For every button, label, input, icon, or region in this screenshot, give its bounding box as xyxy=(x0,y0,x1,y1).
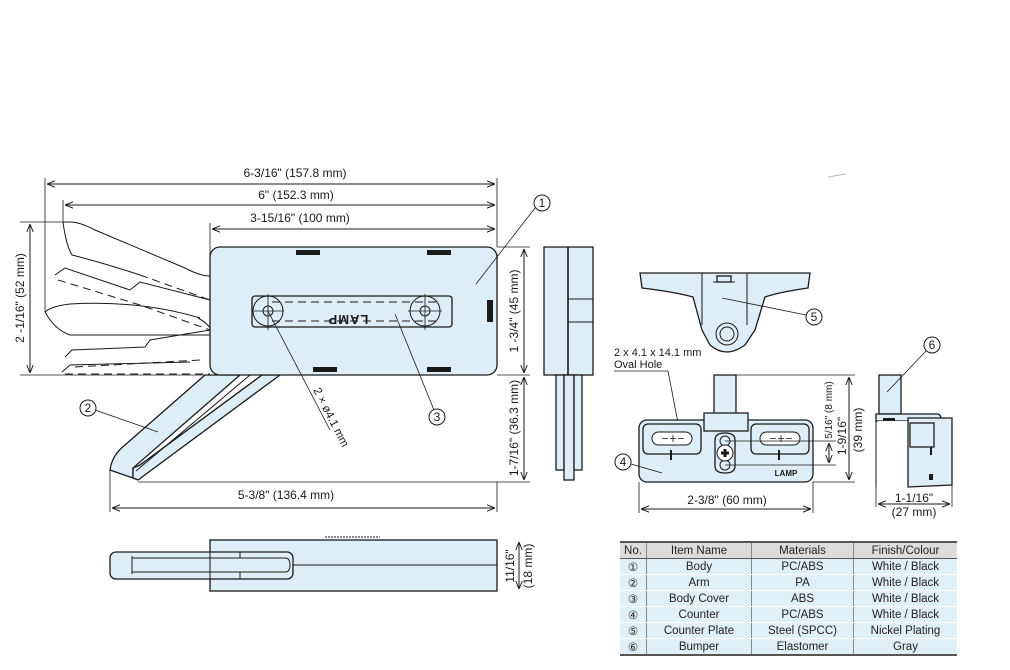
row-material: Elastomer xyxy=(751,638,854,656)
table-row: ② Arm PA White / Black xyxy=(620,574,957,591)
dim-arm-length: 6" (152.3 mm) xyxy=(62,188,495,222)
header-materials: Materials xyxy=(751,541,854,559)
counter-logo: LAMP xyxy=(775,469,798,478)
row-no: ④ xyxy=(620,606,647,623)
row-no: ① xyxy=(620,558,647,575)
row-no: ② xyxy=(620,574,647,591)
body-slot xyxy=(427,250,451,255)
row-finish: White / Black xyxy=(853,574,957,591)
header-item-name: Item Name xyxy=(646,541,752,559)
dim-open-height-label: 2 -1/16" (52 mm) xyxy=(13,253,27,343)
callout-4-number: 4 xyxy=(620,455,627,469)
callout-5: 5 xyxy=(721,297,823,326)
callout-2: 2 xyxy=(79,399,159,433)
dim-hole-spec-label: 2 × ø4.1 mm xyxy=(310,386,350,449)
dim-arm-length-label: 6" (152.3 mm) xyxy=(258,188,334,202)
dim-counter-adjust-label: 5/16" (8 mm) xyxy=(824,381,835,438)
table-row: ③ Body Cover ABS White / Black xyxy=(620,590,957,607)
dim-overall-length-label: 6-3/16" (157.8 mm) xyxy=(244,166,347,180)
callout-3: 3 xyxy=(394,313,446,426)
parts-table: No. Item Name Materials Finish/Colour ① … xyxy=(620,541,957,656)
top-view: 11/16" (18 mm) xyxy=(109,536,535,592)
row-name: Body Cover xyxy=(646,590,752,607)
side-view xyxy=(543,246,594,481)
row-no: ⑤ xyxy=(620,622,647,639)
dim-arm-drop: 1-7/16" (36.3 mm) xyxy=(138,374,530,483)
row-material: PA xyxy=(751,574,854,591)
body-cover-logo: LAMP xyxy=(328,312,369,327)
dim-bumper-width: 1-1/16" (27 mm) xyxy=(875,485,953,519)
table-row: ⑥ Bumper Elastomer Gray xyxy=(620,638,957,656)
row-name: Bumper xyxy=(646,638,752,656)
row-finish: White / Black xyxy=(853,558,957,575)
counter-view: 2 x 4.1 x 14.1 mm Oval Hole LAMP 4 2-3/8 xyxy=(614,347,865,513)
callout-6-number: 6 xyxy=(929,338,936,352)
row-finish: Gray xyxy=(853,638,957,656)
row-material: PC/ABS xyxy=(751,606,854,623)
body-slot xyxy=(487,300,493,322)
dim-counter-width-label: 2-3/8" (60 mm) xyxy=(687,493,767,507)
row-no: ⑥ xyxy=(620,638,647,656)
dim-thickness-label: 11/16" xyxy=(503,549,517,582)
dim-body-height: 1 -3/4" (45 mm) xyxy=(497,246,530,373)
dim-counter-adjust: 5/16" (8 mm) xyxy=(725,381,836,466)
counter-plate-view: 5 xyxy=(639,272,823,353)
callout-3-number: 3 xyxy=(434,410,441,424)
row-finish: White / Black xyxy=(853,590,957,607)
row-name: Arm xyxy=(646,574,752,591)
arm-part xyxy=(109,374,282,481)
dim-thickness: 11/16" (18 mm) xyxy=(503,542,535,589)
dim-counter-height: 1-9/16" (39 mm) xyxy=(736,374,865,483)
arm-open-phantom xyxy=(44,221,213,375)
oval-hole-label-line2: Oval Hole xyxy=(614,359,662,371)
stray-mark xyxy=(827,173,847,178)
callout-1-number: 1 xyxy=(539,196,546,210)
dim-counter-width: 2-3/8" (60 mm) xyxy=(638,482,814,513)
body-cover-part xyxy=(251,295,453,328)
row-material: PC/ABS xyxy=(751,558,854,575)
dim-base-length-label: 5-3/8" (136.4 mm) xyxy=(238,488,334,502)
row-name: Body xyxy=(646,558,752,575)
oval-hole-label-line1: 2 x 4.1 x 14.1 mm xyxy=(614,347,701,359)
table-header-row: No. Item Name Materials Finish/Colour xyxy=(620,541,957,559)
body-part: LAMP xyxy=(209,246,498,376)
dim-arm-drop-label: 1-7/16" (36.3 mm) xyxy=(507,380,521,476)
body-slot xyxy=(313,367,337,372)
row-no: ③ xyxy=(620,590,647,607)
body-slot xyxy=(296,250,320,255)
table-row: ⑤ Counter Plate Steel (SPCC) Nickel Plat… xyxy=(620,622,957,639)
row-material: Steel (SPCC) xyxy=(751,622,854,639)
row-material: ABS xyxy=(751,590,854,607)
row-name: Counter Plate xyxy=(646,622,752,639)
table-row: ④ Counter PC/ABS White / Black xyxy=(620,606,957,623)
dim-bumper-width-mm-label: (27 mm) xyxy=(892,505,937,519)
dim-open-height: 2 -1/16" (52 mm) xyxy=(13,221,210,376)
row-name: Counter xyxy=(646,606,752,623)
dim-body-length-label: 3-15/16" (100 mm) xyxy=(250,211,350,225)
dim-body-height-label: 1 -3/4" (45 mm) xyxy=(507,270,521,353)
front-view: LAMP 6-3/16" (157.8 mm) 6" (152.3 mm) 3-… xyxy=(13,166,551,512)
header-finish: Finish/Colour xyxy=(853,541,957,559)
body-slot xyxy=(427,367,451,372)
dim-counter-height-mm-label: (39 mm) xyxy=(851,408,865,453)
dim-body-length: 3-15/16" (100 mm) xyxy=(209,211,495,255)
table-row: ① Body PC/ABS White / Black xyxy=(620,558,957,575)
dim-overall-length: 6-3/16" (157.8 mm) xyxy=(44,166,498,312)
row-finish: White / Black xyxy=(853,606,957,623)
row-finish: Nickel Plating xyxy=(853,622,957,639)
dim-counter-height-in-label: 1-9/16" xyxy=(835,417,849,455)
dim-bumper-width-in-label: 1-1/16" xyxy=(895,491,933,505)
dim-base-length: 5-3/8" (136.4 mm) xyxy=(109,470,498,512)
dim-thickness-mm-label: (18 mm) xyxy=(521,544,535,589)
header-no: No. xyxy=(620,541,647,559)
callout-1: 1 xyxy=(475,194,551,285)
callout-5-number: 5 xyxy=(811,310,818,324)
callout-6: 6 xyxy=(886,336,941,393)
callout-2-number: 2 xyxy=(85,401,92,415)
bumper-view: 6 1-1/16" (27 mm) xyxy=(875,336,953,519)
callout-4: 4 xyxy=(614,453,663,474)
